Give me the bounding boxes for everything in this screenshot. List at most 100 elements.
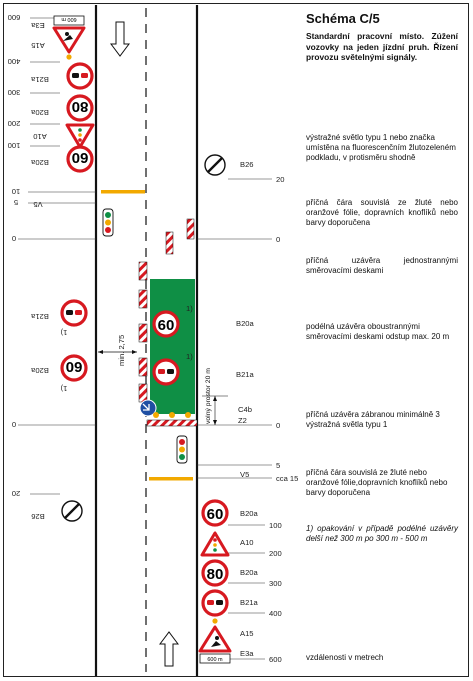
warning-light-icon (169, 412, 175, 418)
speed-80-left: 80 (72, 98, 89, 115)
barrier-z2 (146, 412, 198, 427)
label-b21a-left-1: B21a (30, 75, 49, 84)
label-b20a-right-1: B20a (240, 509, 259, 518)
label-e3a-left: E3a (30, 21, 44, 30)
label-a10-right: A10 (240, 538, 254, 547)
warning-light-icon (153, 412, 159, 418)
sign-e3a-a15-left: 600 m (52, 15, 86, 60)
stop-line-bottom (149, 477, 193, 481)
label-e3a-right: E3a (240, 649, 254, 658)
note-barrier: příčná uzávěra zábranou minimálně 3 výst… (306, 410, 440, 429)
speed-60-zone: 60 (158, 317, 175, 334)
dist-left-100: 100 (8, 141, 21, 150)
dist-left-10: 10 (12, 187, 20, 196)
label-b21a-right: B21a (240, 598, 259, 607)
label-b20a-left-1: B20a (30, 108, 49, 117)
dist-right-0a: 0 (276, 235, 280, 244)
warning-light-icon (212, 618, 218, 624)
dist-right-100: 100 (269, 521, 282, 530)
min-width-dimension (98, 350, 137, 354)
label-b20a-right-2: B20a (240, 568, 259, 577)
delineator-board (138, 357, 148, 377)
note-footnote: 1) opakování v případě podélné uzávěry d… (306, 524, 458, 543)
roadworks-icon (63, 32, 73, 41)
sign-a15-e3a-right: 600 m (198, 618, 232, 664)
page-title: Schéma C/5 (306, 11, 380, 26)
sign-b26-bottom (61, 500, 83, 522)
delineator-board (138, 383, 148, 403)
min-width-label: min. 2,75 (117, 335, 126, 366)
arrow-up-icon (159, 631, 179, 667)
speed-60-left-1: 60 (72, 149, 89, 166)
stop-line-top (101, 190, 145, 194)
safety-zone-label: volný prostor 20 m (205, 368, 212, 424)
work-zone (150, 279, 195, 414)
label-b21a-zone: B21a (236, 370, 255, 379)
note-warning-light: výstražné světlo typu 1 nebo značka umís… (306, 133, 456, 162)
speed-60-right: 60 (207, 506, 224, 523)
footnote-mark-left-1: 1) (60, 328, 67, 337)
label-c4b: C4b (238, 405, 252, 414)
label-z2: Z2 (238, 416, 247, 425)
label-b26-right: B26 (240, 160, 254, 169)
sign-b20a-60-zone: 60 (152, 310, 180, 338)
dist-right-5: 5 (276, 461, 280, 470)
traffic-scheme-diagram: 600 400 300 200 100 10 5 0 0 20 20 0 0 5… (8, 5, 298, 676)
note-stop-line-top: příčná čára souvislá ze žluté nebo oranž… (306, 198, 458, 227)
footnote-mark-zone-1: 1) (186, 304, 193, 313)
dist-left-20: 20 (12, 489, 20, 498)
sign-b26-top (204, 154, 226, 176)
sign-a10-right (200, 531, 230, 557)
dist-right-300: 300 (269, 579, 282, 588)
dist-left-200: 200 (8, 119, 21, 128)
distance-lines-right (197, 178, 272, 660)
sign-b20a-60-left-2: 60 (60, 354, 88, 382)
roadworks-icon (211, 636, 221, 647)
dist-right-400: 400 (269, 609, 282, 618)
sign-c4b (139, 399, 157, 417)
sign-b20a-80-left: 80 (66, 94, 94, 122)
legend-panel: Schéma C/5 Standardní pracovní místo. Zú… (300, 0, 465, 681)
label-b20a-zone: B20a (236, 319, 255, 328)
note-one-sided-boards: příčná uzávěra jednostrannými směrovacím… (306, 256, 458, 275)
sign-b20a-60-left-1: 60 (66, 145, 94, 173)
label-v5-left: V5 (33, 200, 42, 209)
dist-left-600: 600 (8, 13, 21, 22)
delineator-board (138, 261, 148, 281)
sign-b20a-60-right: 60 (201, 499, 229, 527)
label-a10-left: A10 (33, 132, 47, 141)
dist-right-0b: 0 (276, 421, 280, 430)
drawing-frame (3, 3, 469, 677)
dist-left-300: 300 (8, 88, 21, 97)
speed-80-right: 80 (207, 566, 224, 583)
label-a15-right: A15 (240, 629, 254, 638)
dist-right-20: 20 (276, 175, 284, 184)
traffic-light-top (102, 208, 114, 237)
dist-right-200: 200 (269, 549, 282, 558)
dist-right-15: cca 15 (276, 474, 298, 483)
plate-600-left: 600 m (61, 16, 77, 22)
car-red-icon (81, 73, 88, 78)
sign-b20a-80-right: 80 (201, 559, 229, 587)
label-b26-left: B26 (31, 512, 45, 521)
arrow-down-icon (110, 21, 130, 57)
delineator-board (138, 289, 148, 309)
warning-light-icon (185, 412, 191, 418)
sign-b21a-right (201, 589, 229, 617)
label-b20a-left-3: B20a (30, 366, 49, 375)
sign-b21a-zone (152, 358, 180, 386)
sign-a10-left (65, 123, 95, 149)
dist-left-5: 5 (14, 198, 18, 207)
delineator-board (138, 323, 148, 343)
distance-lines-left (18, 17, 96, 495)
page-subtitle: Standardní pracovní místo. Zúžení vozovk… (306, 31, 458, 62)
warning-light-icon (66, 54, 72, 60)
delineator-board (186, 218, 195, 240)
speed-60-left-2: 60 (66, 358, 83, 375)
label-b20a-left-2: B20a (30, 158, 49, 167)
footnote-mark-left-2: 1) (60, 384, 67, 393)
note-double-sided-boards: podélná uzávěra oboustrannými směrovacím… (306, 322, 450, 341)
safety-zone-dimension (202, 395, 228, 425)
traffic-light-bottom (176, 435, 188, 464)
footnote-mark-zone-2: 1) (186, 352, 193, 361)
